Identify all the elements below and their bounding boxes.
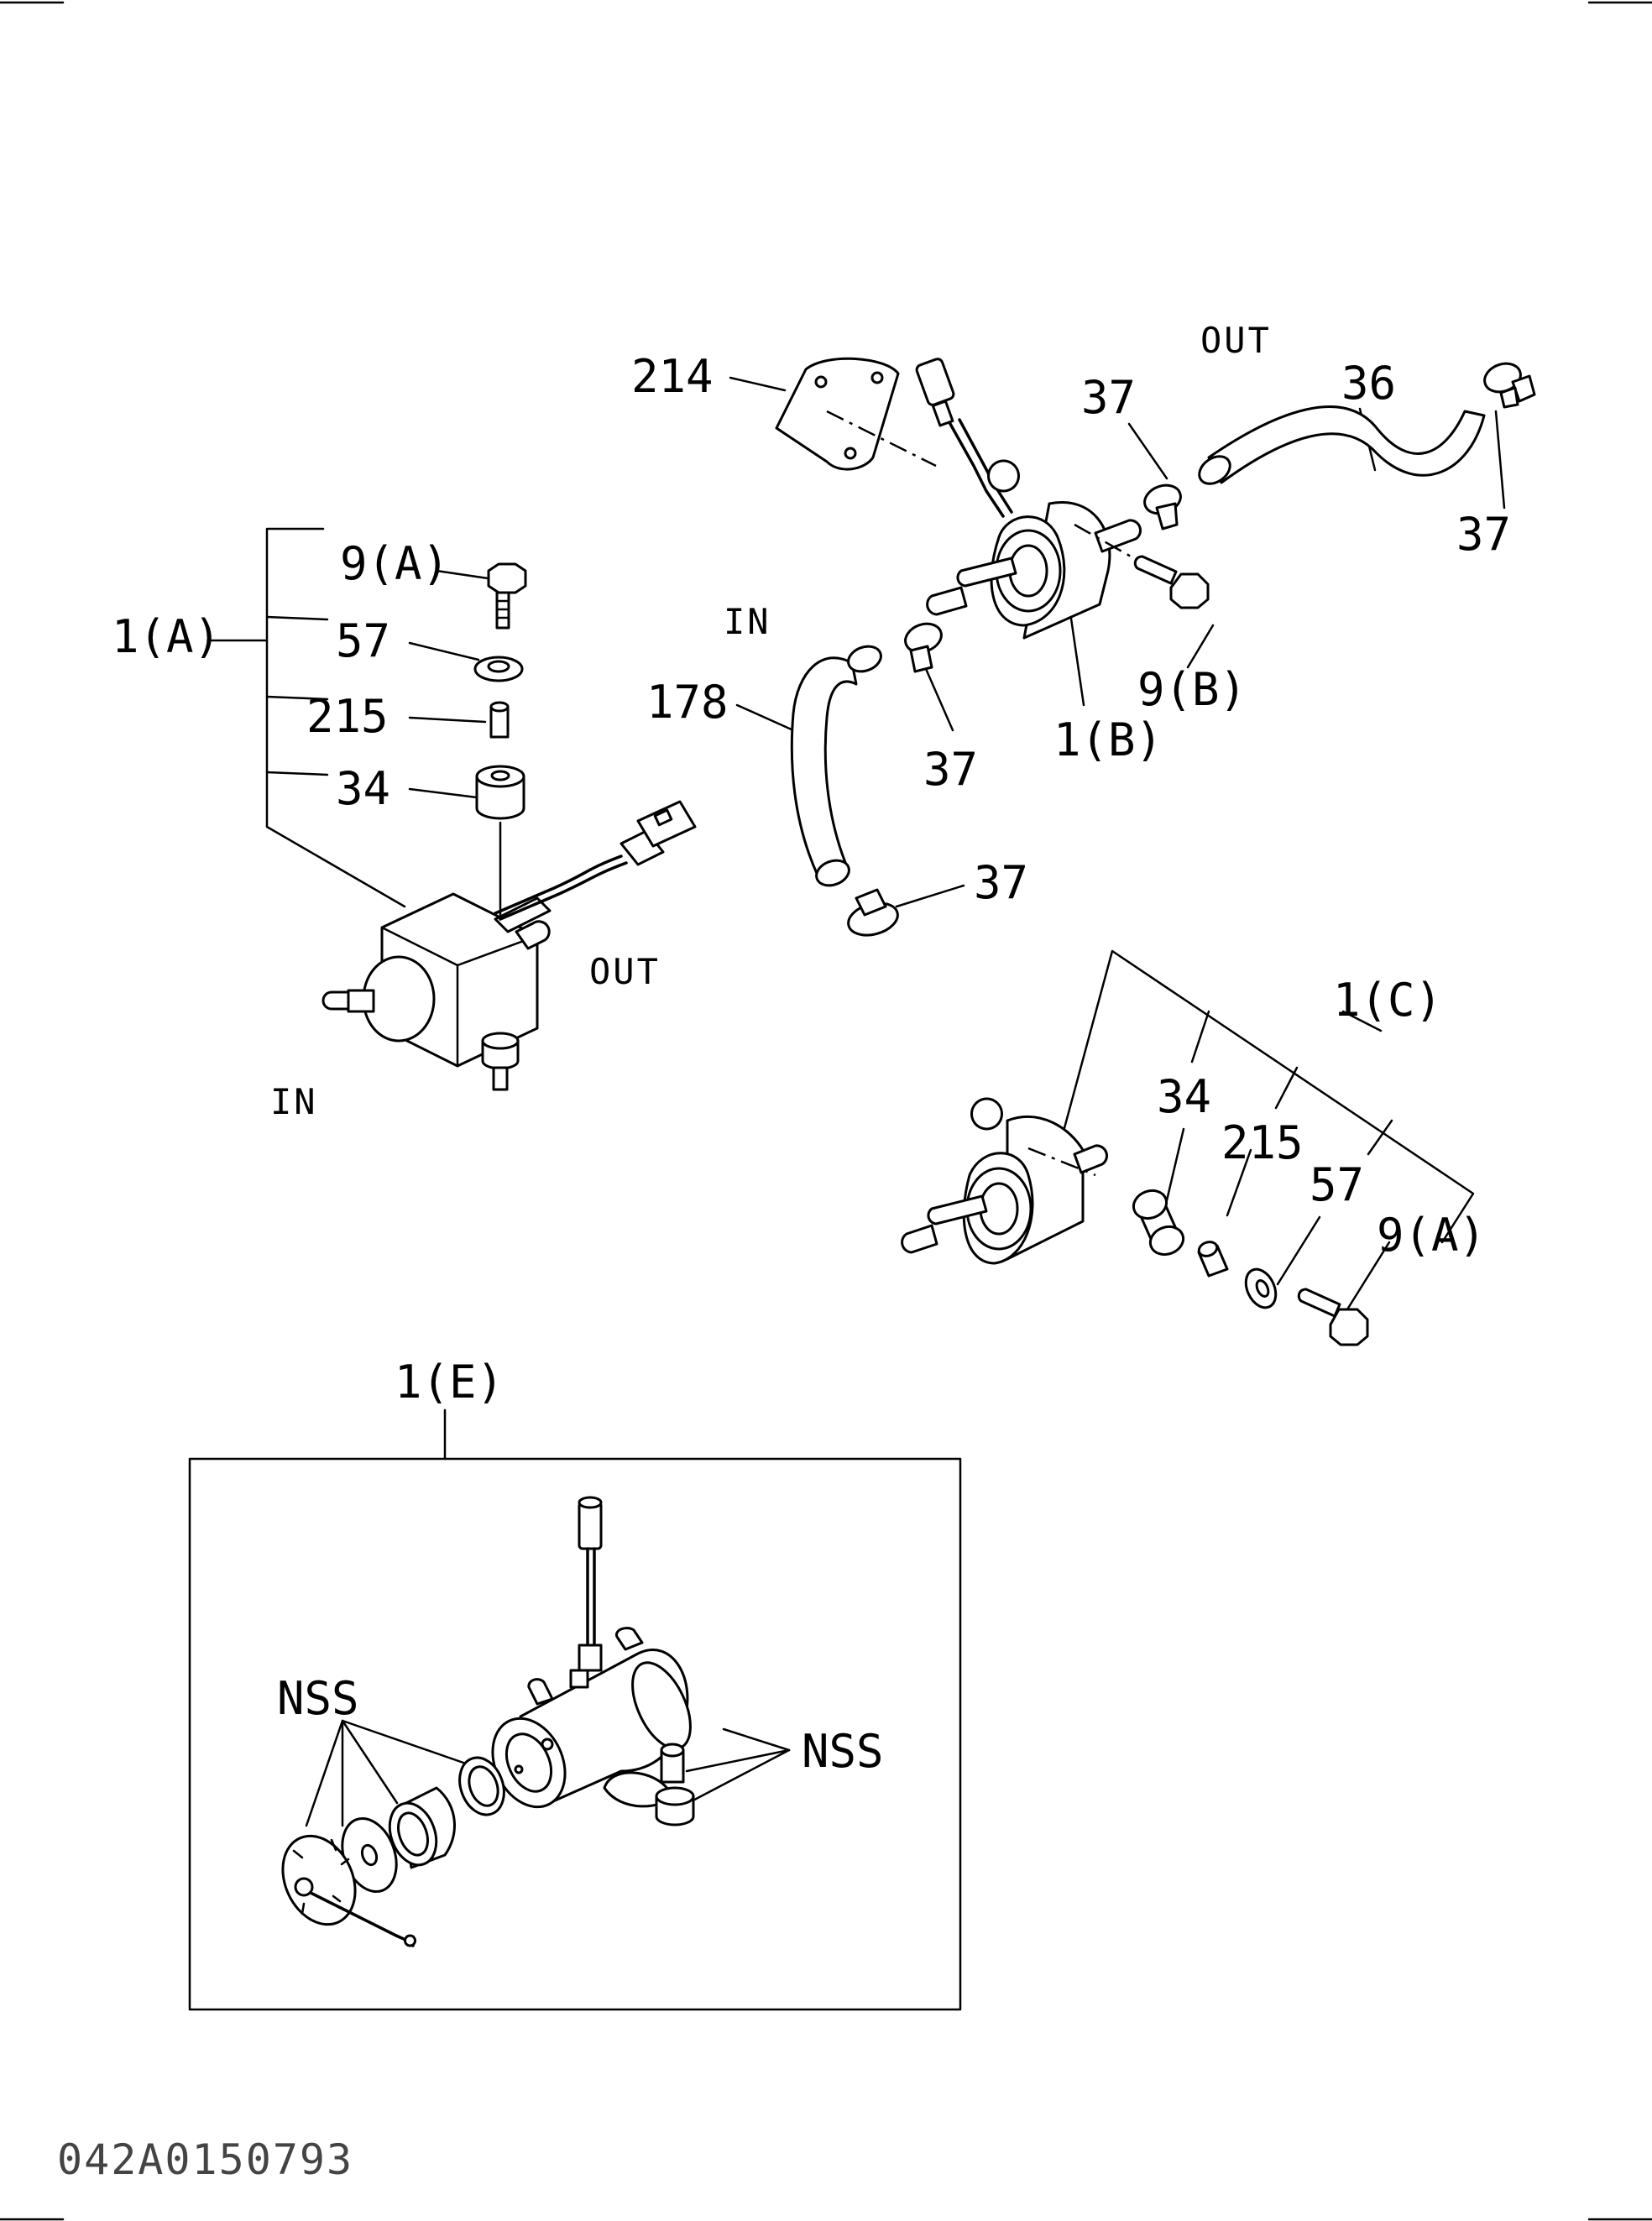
- bolt-9b-part: [1133, 555, 1210, 609]
- label-b-214: 214: [631, 350, 714, 403]
- bolt-9a-part: [487, 562, 527, 630]
- pump-body-e: [491, 1627, 692, 1809]
- pump-body-c: [901, 1097, 1108, 1265]
- gasket-214-part: [775, 357, 900, 471]
- cable-connector-a: [494, 800, 697, 921]
- label-a-out: OUT: [589, 951, 661, 992]
- pump-body-a: [322, 892, 552, 1091]
- collar-215-part: [489, 701, 510, 739]
- assembly-e-frame: [188, 1457, 962, 2011]
- clamp-37-top-part: [1143, 483, 1182, 530]
- label-b-37-low: 37: [974, 856, 1028, 909]
- assembly-b-pump: [729, 357, 1536, 937]
- end-cap-nss-part: [281, 1834, 416, 1947]
- sensor-wire-b: [915, 358, 1013, 518]
- label-c-34: 34: [1157, 1070, 1211, 1123]
- bolt-9a-c-part: [1297, 1288, 1369, 1346]
- hose-36-part: [1198, 405, 1486, 485]
- wire-connector-e: [578, 1496, 603, 1672]
- seal-ring-nss-part: [458, 1756, 505, 1816]
- label-b-out: OUT: [1200, 320, 1272, 361]
- label-e-nss-left: NSS: [277, 1672, 359, 1725]
- label-b-37-mid: 37: [923, 743, 978, 796]
- label-c-215: 215: [1221, 1116, 1304, 1169]
- pump-body-b: [926, 459, 1142, 640]
- label-a-34: 34: [336, 762, 390, 815]
- label-b-1b: 1(B): [1053, 713, 1163, 766]
- label-a-1a: 1(A): [112, 610, 221, 663]
- label-b-9b: 9(B): [1137, 663, 1247, 716]
- label-b-in: IN: [724, 601, 771, 642]
- hose-178-part: [790, 645, 882, 887]
- label-b-178: 178: [646, 676, 729, 729]
- label-c-9a: 9(A): [1377, 1209, 1486, 1262]
- label-b-37-right: 37: [1456, 508, 1511, 561]
- clamp-37-right-part: [1483, 362, 1536, 409]
- label-a-57: 57: [336, 614, 390, 667]
- label-e-1e: 1(E): [395, 1356, 504, 1408]
- filter-cylinder-nss-part: [388, 1786, 456, 1869]
- washer-57-c-part: [1244, 1267, 1278, 1309]
- assembly-e-pump: [188, 1408, 962, 2011]
- label-c-57: 57: [1310, 1158, 1364, 1211]
- label-b-37-top: 37: [1081, 371, 1136, 424]
- assembly-a-pump: [206, 527, 697, 1091]
- label-c-1c: 1(C): [1333, 974, 1442, 1027]
- label-a-215: 215: [306, 690, 389, 743]
- grommet-34-part: [475, 765, 525, 820]
- clamp-37-low-part: [847, 888, 899, 937]
- clamp-37-mid-part: [904, 622, 943, 673]
- label-b-36: 36: [1341, 357, 1396, 410]
- label-e-nss-right: NSS: [802, 1725, 884, 1778]
- grommet-34-c-part: [1132, 1189, 1185, 1257]
- label-a-in: IN: [270, 1081, 318, 1122]
- fitting-nss-right-part: [655, 1743, 695, 1826]
- drawing-code: 042A0150793: [57, 2135, 353, 2184]
- label-a-9a: 9(A): [340, 537, 449, 590]
- assembly-c-pump: [901, 949, 1475, 1346]
- washer-57-part: [473, 656, 524, 682]
- collar-215-c-part: [1197, 1241, 1229, 1278]
